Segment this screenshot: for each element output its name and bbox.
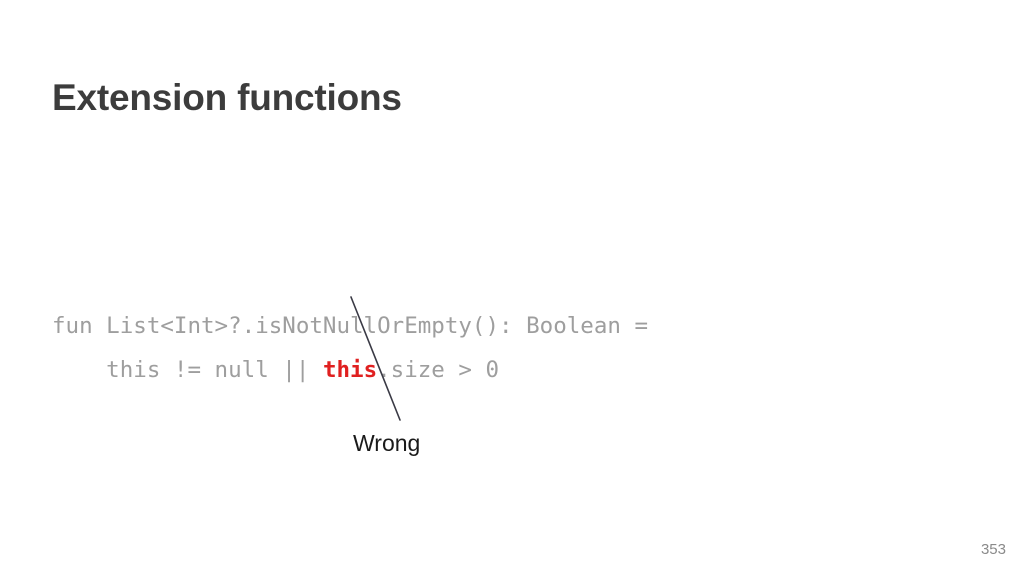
page-number: 353 xyxy=(980,541,1006,558)
code-line-2: this != null || this.size > 0 xyxy=(52,348,648,392)
code-token-condition-left: this != null || xyxy=(52,357,323,383)
code-token-signature: fun List<Int>?.isNotNullOrEmpty(): Boole… xyxy=(52,313,649,339)
callout-label-wrong: Wrong xyxy=(353,430,421,456)
code-block: fun List<Int>?.isNotNullOrEmpty(): Boole… xyxy=(52,216,648,480)
code-token-this-highlight: this xyxy=(322,357,378,383)
code-line-1: fun List<Int>?.isNotNullOrEmpty(): Boole… xyxy=(52,304,648,348)
page-title: Extension functions xyxy=(52,76,402,118)
code-token-condition-right: .size > 0 xyxy=(377,357,500,383)
